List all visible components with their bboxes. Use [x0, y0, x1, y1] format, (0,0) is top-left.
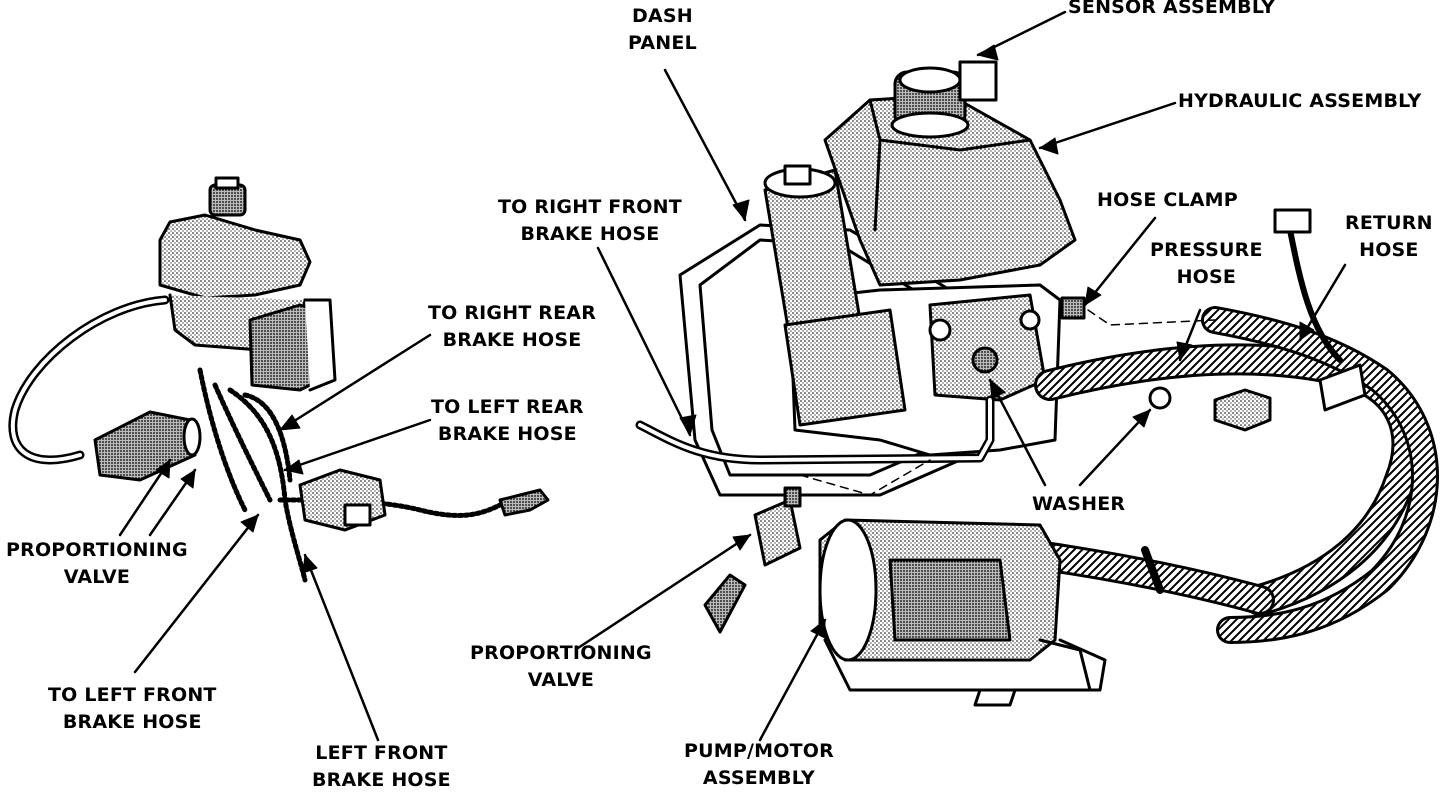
left-wire-harness	[8, 295, 170, 465]
banjo-bolt	[1148, 386, 1272, 432]
accumulator-cylinder	[763, 164, 907, 427]
left-junction-block	[298, 468, 550, 532]
left-proportioning-valve	[93, 410, 202, 482]
left-master-cylinder	[158, 176, 337, 392]
routing-dashes	[799, 309, 1216, 496]
center-proportioning-valves	[703, 486, 802, 634]
sensor-assembly	[890, 60, 998, 139]
hose-clamps	[1060, 296, 1367, 594]
label-washer: WASHER	[1032, 493, 1126, 515]
label-sensor-assembly: SENSOR ASSEMBLY	[1068, 0, 1276, 18]
sensor-wire	[1273, 208, 1343, 363]
label-hose-clamp: HOSE CLAMP	[1097, 189, 1238, 211]
pump-motor-assembly	[818, 518, 1107, 707]
right-front-brake-tube	[635, 395, 995, 465]
label-hydraulic-assembly: HYDRAULIC ASSEMBLY	[1178, 90, 1422, 112]
arrow-heads	[155, 44, 1315, 639]
